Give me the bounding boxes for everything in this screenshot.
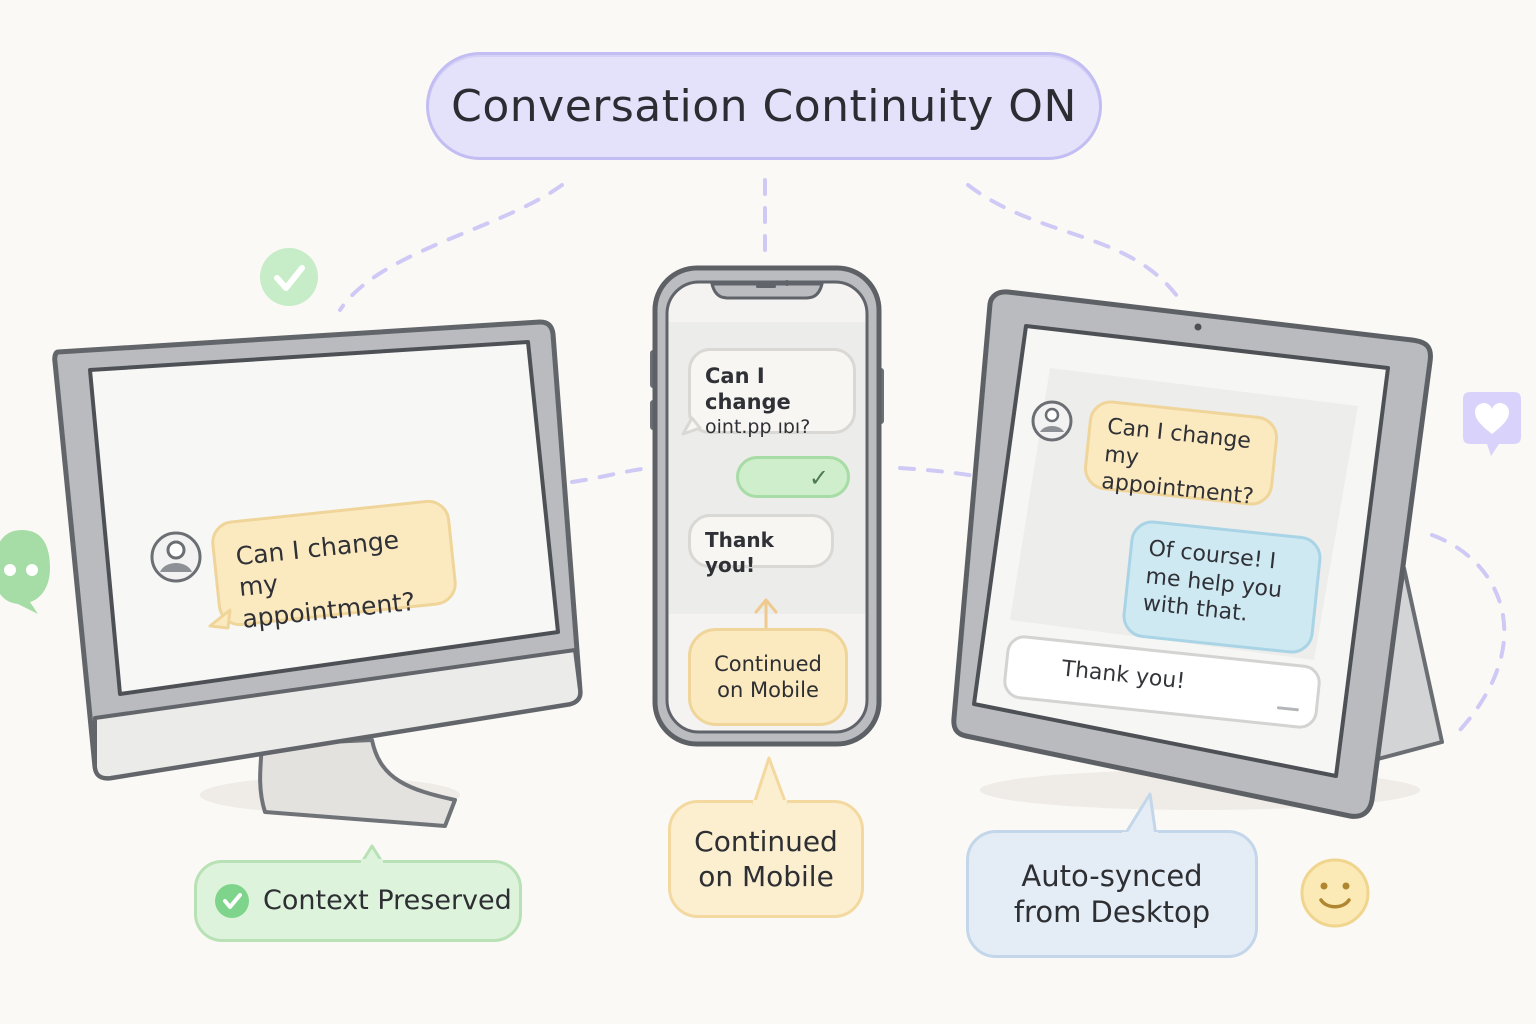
continued-on-mobile-label: Continued on Mobile [668,800,864,918]
heart-bubble-icon [1463,392,1521,456]
context-preserved-badge: Context Preserved [194,860,522,942]
auto-synced-label: Auto-synced from Desktop [966,830,1258,958]
desktop-bubble-tail [208,608,232,630]
smiley-icon [1300,858,1370,928]
mobile-message-tail [681,416,702,436]
send-dash-icon [1276,706,1299,712]
mobile-message-line1: Can I change [705,364,791,415]
check-badge-icon [260,248,318,306]
mobile-thank-you-bubble: Thank you! [688,514,834,577]
continued-on-mobile-pointer [752,756,788,808]
tablet-message-bubble: Can I change my appointment? [1081,398,1281,510]
tablet-message-text: Can I change my appointment? [1100,414,1255,510]
continued-on-mobile-text: Continued on Mobile [694,825,838,893]
chat-face-icon [0,530,50,614]
tablet-reply-text: Of course! I me help you with that. [1141,536,1284,627]
auto-synced-pointer [1122,792,1158,840]
title-pill: Conversation Continuity ON [426,52,1102,160]
context-preserved-text: Context Preserved [263,885,512,917]
mobile-message-line2: oint.pp ıɒı? [705,415,811,438]
tablet-reply-bubble: Of course! I me help you with that. [1120,518,1324,656]
mobile-status-card: Continued on Mobile [688,628,848,726]
mobile-status-text: Continued on Mobile [714,651,822,702]
mobile-thank-you-text: Thank you! [705,528,774,577]
check-icon: ✓ [808,464,829,492]
tablet-input-text: Thank you! [1060,656,1187,695]
mobile-reply-bubble: ✓ [736,456,850,498]
auto-synced-text: Auto-synced from Desktop [1013,858,1211,929]
context-preserved-pointer [360,844,384,865]
green-check-icon [215,884,249,918]
mobile-message-bubble: Can I change oint.pp ıɒı? [688,348,856,438]
